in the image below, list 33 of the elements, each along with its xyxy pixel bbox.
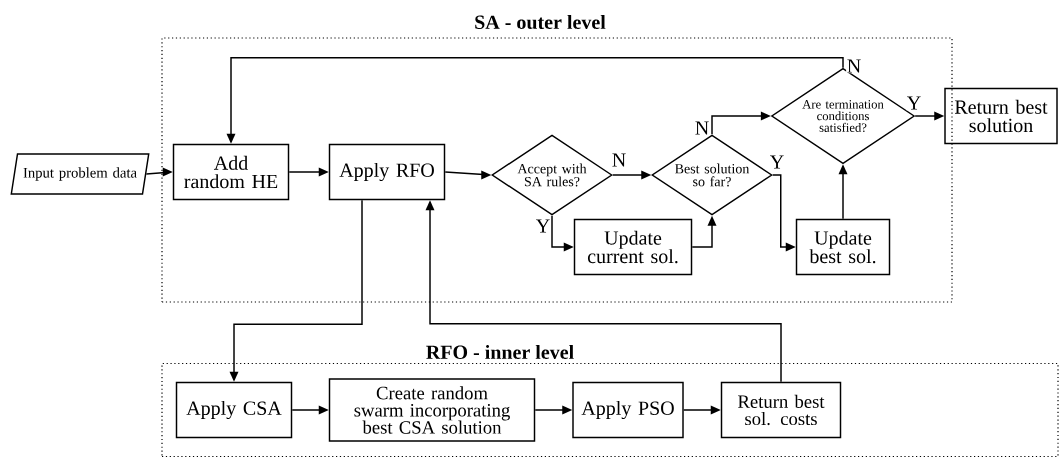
- process-box: Return best solution: [944, 87, 1058, 145]
- edge-label: N: [846, 58, 862, 74]
- arrow: [691, 215, 717, 248]
- arrow: [838, 164, 848, 220]
- process-box: Apply PSO: [572, 381, 684, 439]
- arrow: [612, 170, 652, 180]
- arrow: [534, 405, 573, 415]
- arrow: [288, 167, 329, 177]
- arrow: [772, 174, 796, 252]
- process-box: Apply CSA: [175, 381, 293, 439]
- arrow: [711, 111, 771, 135]
- arrow: [551, 215, 574, 252]
- edge-label: Y: [535, 218, 551, 234]
- arrow: [226, 56, 844, 144]
- edge-label: N: [611, 152, 627, 168]
- process-box: Return best sol. costs: [720, 381, 842, 439]
- arrow: [914, 111, 945, 121]
- edge-label: N: [694, 120, 710, 136]
- process-box: Apply RFO: [328, 143, 446, 201]
- arrow: [291, 405, 329, 415]
- group-title: SA - outer level: [475, 14, 606, 30]
- group-title: RFO - inner level: [426, 345, 574, 360]
- process-box: Update current sol.: [573, 218, 693, 276]
- arrow: [145, 167, 173, 177]
- input-parallelogram: Input problem data: [10, 153, 150, 195]
- arrow: [229, 199, 363, 382]
- process-box: Add random HE: [172, 143, 290, 201]
- arrow: [683, 405, 721, 415]
- process-box: Update best sol.: [795, 218, 891, 276]
- process-box: Create random swarm incorporating best CSA solution: [328, 378, 536, 442]
- edge-label: Y: [906, 95, 922, 111]
- arrow: [425, 200, 782, 383]
- arrow: [444, 170, 492, 180]
